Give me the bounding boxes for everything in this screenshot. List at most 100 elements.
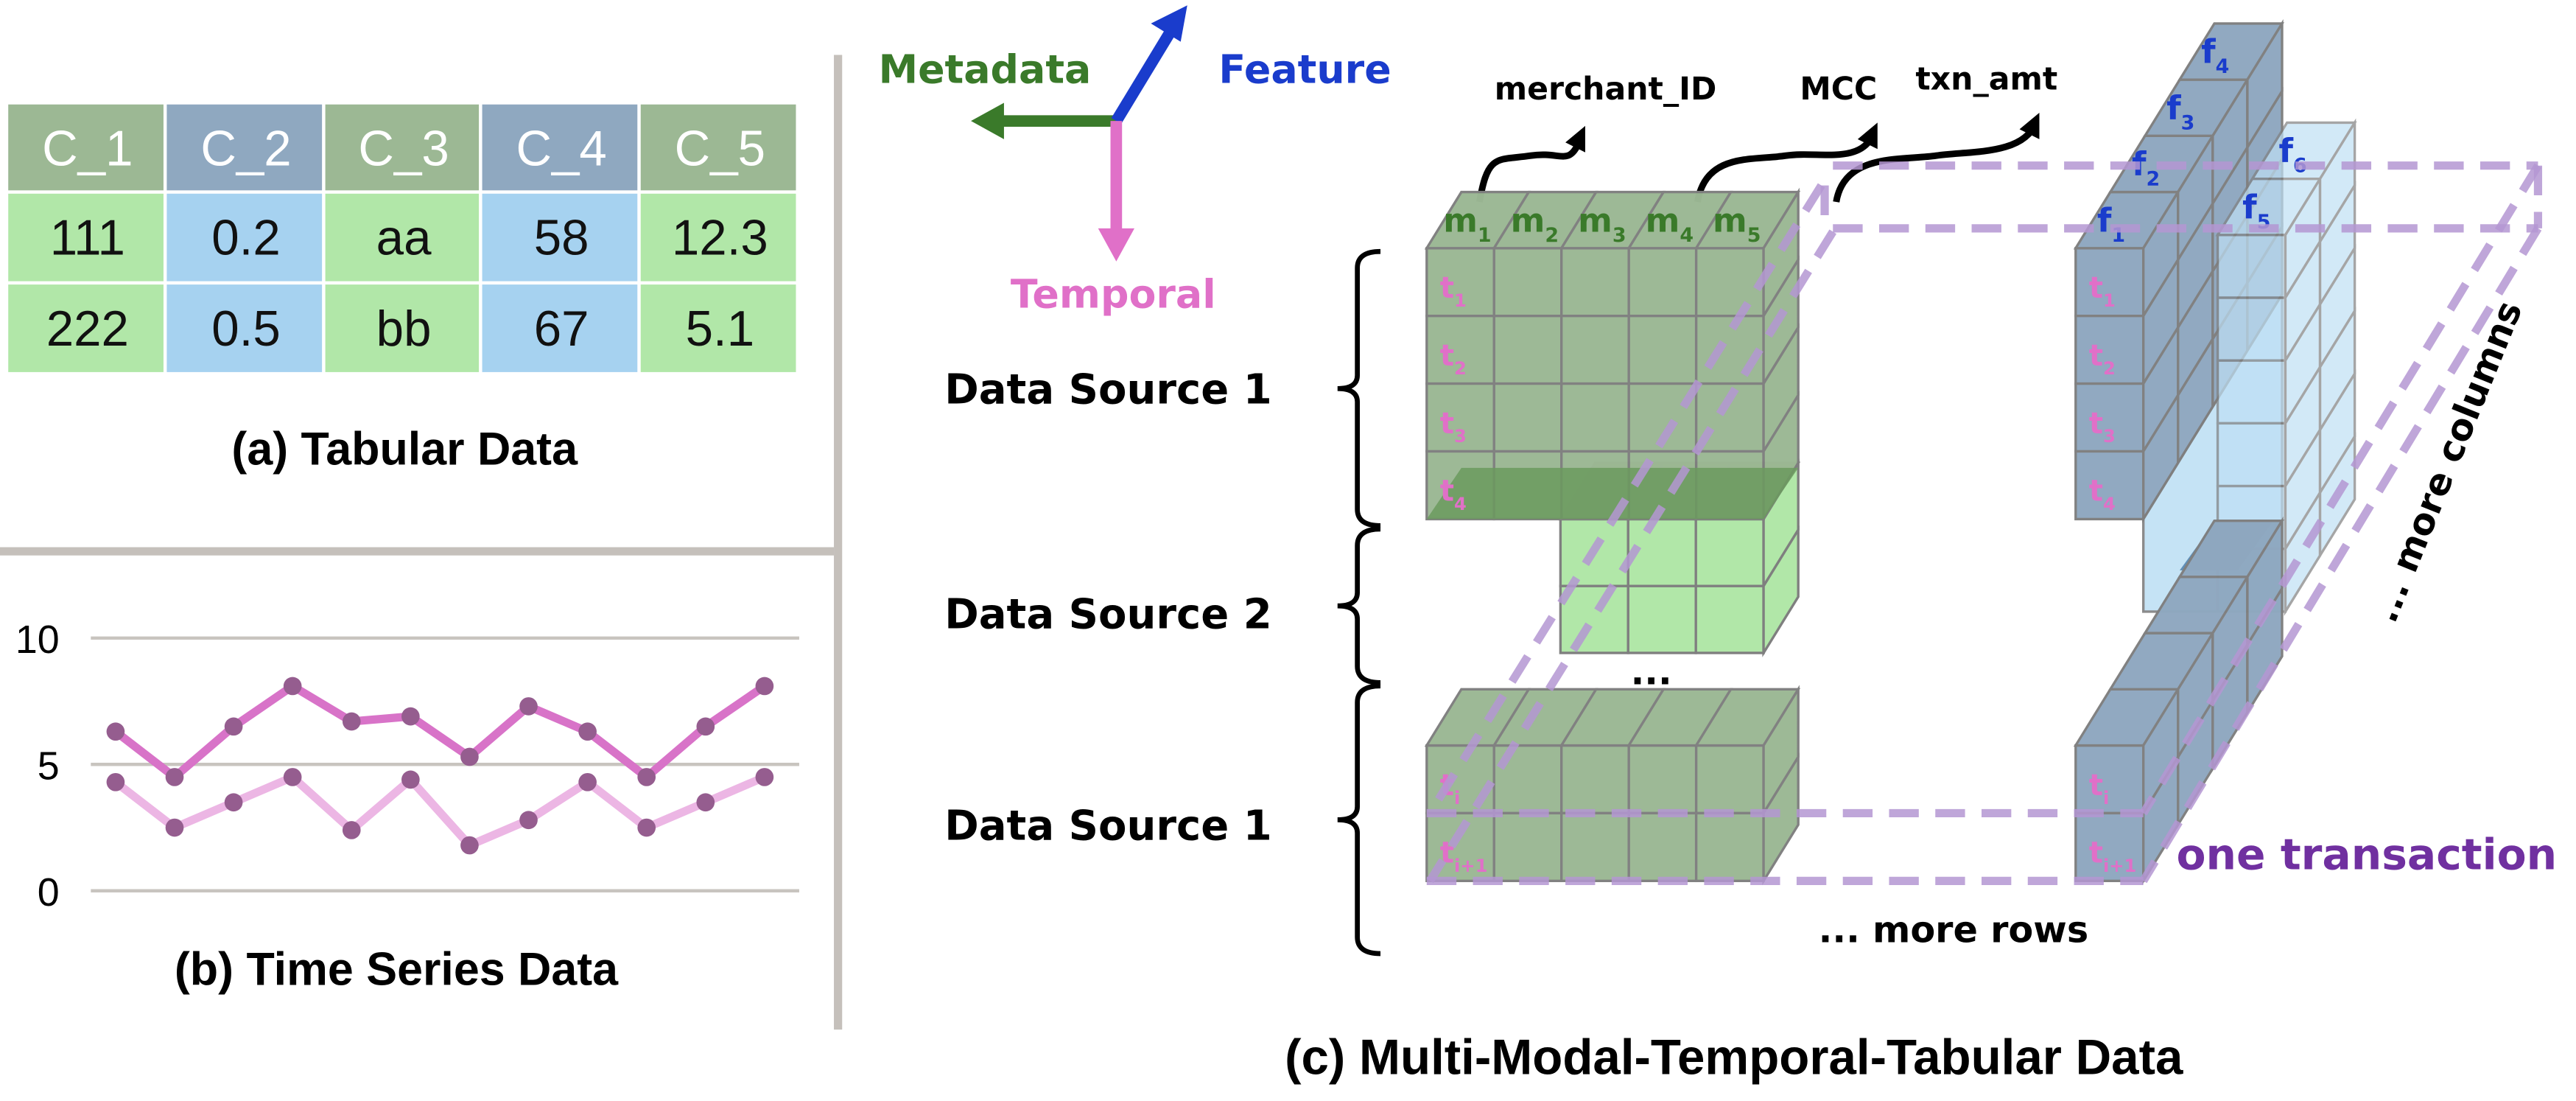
- cube-front-cell: [2216, 359, 2287, 425]
- time-row-label-sub: i+1: [2103, 856, 2136, 876]
- table-cell: [8, 193, 164, 282]
- curved-arrow: [1833, 121, 2040, 203]
- time-row-label: t2: [1440, 338, 1467, 379]
- table-cell-value: bb: [376, 301, 432, 357]
- y-tick-label: 10: [15, 618, 60, 662]
- time-row-label: t1: [1440, 270, 1467, 311]
- time-row-label: t4: [2089, 474, 2116, 514]
- metadata-label: Metadata: [879, 46, 1092, 93]
- cube-front-cell: [2074, 315, 2145, 385]
- time-row-label-base: t: [2089, 406, 2103, 441]
- cube-front-cell: [1492, 811, 1563, 883]
- cube-front-cell: [1627, 247, 1698, 318]
- table-header-label: C_2: [200, 122, 291, 177]
- cube-front-cell: [1559, 584, 1629, 654]
- time-row-label-base: t: [2089, 836, 2103, 870]
- table-cell: [640, 284, 796, 372]
- series-line: [113, 681, 768, 783]
- metadata-col-label: m2: [1511, 200, 1559, 246]
- table-cell-value: 222: [46, 301, 129, 357]
- table-cell: [166, 284, 323, 372]
- cube-front-cell: [1492, 247, 1563, 318]
- caption-tabular: (a) Tabular Data: [231, 423, 578, 475]
- table-cell-value: 5.1: [686, 301, 755, 357]
- data-point: [578, 722, 597, 741]
- metadata-col-label: m4: [1646, 200, 1694, 246]
- table-cell-value: 12.3: [672, 211, 768, 266]
- cube-front-cell: [1560, 247, 1630, 318]
- feature-label: f4: [2201, 32, 2229, 78]
- metadata-col-label-base: m: [1713, 200, 1747, 240]
- data-point: [283, 677, 302, 696]
- metadata-col-label-sub: 3: [1612, 224, 1626, 247]
- table-header-cell: [8, 104, 164, 191]
- cube-front-cell: [2216, 296, 2287, 362]
- table-cell-value: 0.5: [211, 301, 281, 357]
- feature-light-block: [2215, 118, 2357, 616]
- time-row-label-base: t: [1440, 270, 1454, 305]
- cube-front-cell: [1425, 744, 1495, 815]
- table-cell: [482, 284, 638, 372]
- metadata-col-label-sub: 5: [1747, 224, 1761, 247]
- data-point: [283, 768, 302, 786]
- table-cell: [166, 193, 323, 282]
- cube-side-cell: [1762, 525, 1800, 657]
- table-header-label: C_1: [42, 122, 133, 177]
- time-row-label: t3: [2089, 406, 2116, 447]
- cube-front-cell: [2074, 450, 2145, 521]
- feature-label: Feature: [1218, 46, 1391, 93]
- data-point: [401, 707, 420, 726]
- time-row-label-sub: i+1: [1454, 856, 1487, 876]
- data-point: [342, 821, 361, 839]
- data-point: [106, 772, 125, 791]
- caption-timeseries: (b) Time Series Data: [175, 944, 619, 996]
- table-cell-value: 58: [534, 211, 589, 266]
- transaction-dashed-line: [2139, 163, 2542, 816]
- cube-front-cell: [2074, 744, 2145, 815]
- cube-front-cell: [1694, 247, 1765, 318]
- metadata-col-label-sub: 4: [1680, 224, 1694, 247]
- cube-front-cell: [1492, 382, 1563, 453]
- data-point: [755, 768, 774, 786]
- transaction-dashed-line: [2139, 226, 2542, 884]
- brace-icon: [1337, 526, 1381, 685]
- time-row-label-sub: i: [1454, 788, 1460, 808]
- data-point: [224, 717, 243, 736]
- time-row-label-sub: 1: [1454, 290, 1467, 311]
- curved-arrow: [1476, 134, 1585, 203]
- table-cell: [325, 284, 480, 372]
- feature-label-sub: 3: [2181, 111, 2195, 134]
- time-row-label-sub: 1: [2103, 290, 2116, 311]
- table-header-cell: [640, 104, 796, 191]
- time-row-label-sub: 3: [2103, 426, 2116, 447]
- data-point: [755, 677, 774, 696]
- table-cell: [482, 193, 638, 282]
- time-row-label: ti: [2089, 768, 2110, 808]
- data-point: [106, 722, 125, 741]
- one-transaction-label: one transaction: [2177, 830, 2558, 880]
- data-point: [460, 747, 479, 766]
- table-cell: [640, 193, 796, 282]
- data-source-2-top-slice: [1426, 467, 1799, 520]
- brace-icon: [1337, 248, 1381, 528]
- feature-label-base: f: [2242, 187, 2257, 226]
- transaction-dashed-line: [1426, 229, 1837, 884]
- more-rows-label: ... more rows: [1819, 908, 2089, 951]
- time-row-label-base: t: [1440, 406, 1454, 441]
- table-header-label: C_5: [675, 122, 765, 177]
- cube-front-cell: [2216, 234, 2287, 299]
- cube-front-cell: [1560, 811, 1630, 883]
- data-point: [696, 717, 715, 736]
- time-row-label: t3: [1440, 406, 1467, 447]
- time-row-label: ti+1: [2089, 836, 2137, 876]
- cube-front-cell: [1626, 517, 1697, 587]
- metadata-col-label: m1: [1443, 200, 1491, 246]
- time-row-label: t1: [2089, 270, 2116, 311]
- time-row-label-sub: 2: [2103, 358, 2116, 379]
- feature-label-base: f: [2279, 131, 2294, 170]
- data-point: [224, 793, 243, 812]
- time-row-label-sub: 2: [1454, 358, 1467, 379]
